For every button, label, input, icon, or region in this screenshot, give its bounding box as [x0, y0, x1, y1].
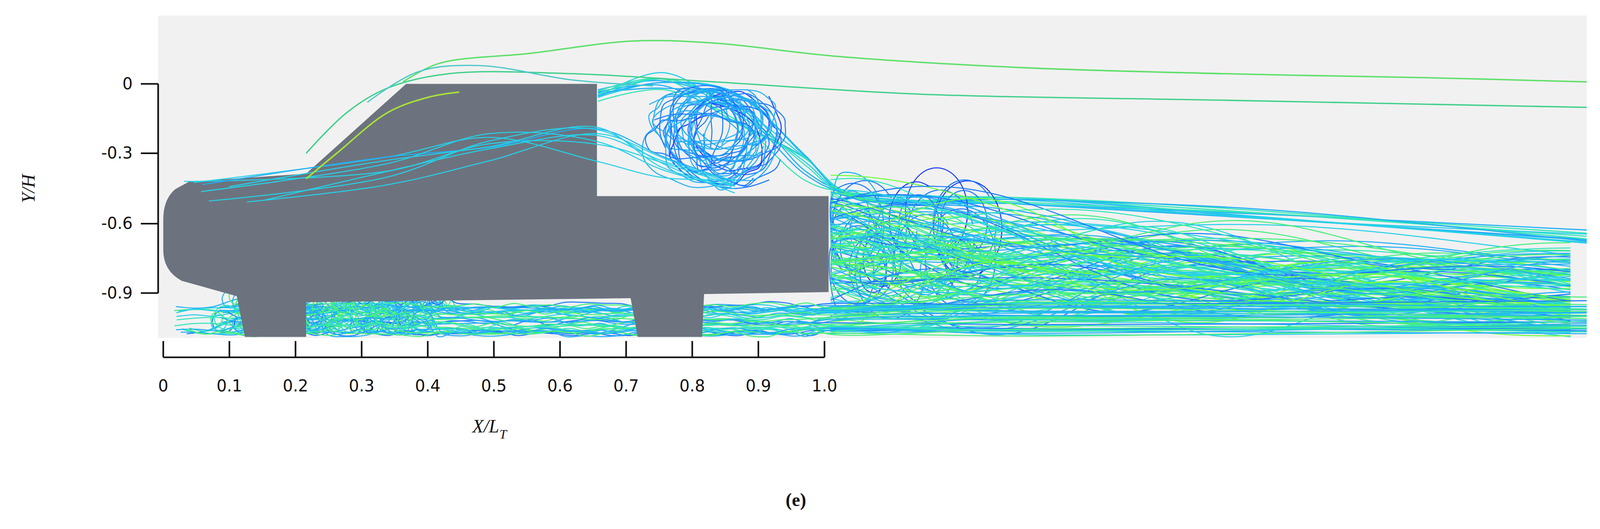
y-axis — [140, 84, 159, 294]
streamline — [367, 65, 653, 103]
streamline — [830, 224, 1571, 281]
streamline — [648, 91, 763, 150]
pickup-truck-body — [163, 84, 829, 338]
streamline — [201, 132, 735, 192]
streamline — [182, 306, 1587, 336]
streamline — [220, 301, 1587, 324]
tick-label: 0.4 — [414, 377, 441, 394]
streamline — [306, 92, 460, 180]
tick-label: 1.0 — [811, 377, 838, 394]
streamline — [830, 247, 1571, 307]
streamline — [830, 205, 1571, 307]
streamline — [220, 306, 1587, 335]
streamline — [228, 303, 1587, 332]
axis-tick — [228, 341, 231, 358]
axis-tick — [823, 341, 826, 358]
domain-background — [158, 15, 1587, 338]
x-axis — [163, 341, 825, 358]
tick-label: -0.9 — [101, 284, 133, 301]
tick-label: 0.6 — [547, 377, 573, 394]
streamline — [830, 194, 1571, 302]
axis-title: X/L — [472, 417, 499, 436]
axis-tick — [691, 341, 694, 358]
tick-label: 0.8 — [679, 377, 706, 394]
tick-label: 0 — [158, 377, 169, 394]
tick-label: -0.3 — [101, 144, 133, 161]
axis-title: T — [499, 427, 507, 441]
axis-tick — [162, 341, 165, 358]
streamline — [208, 127, 735, 202]
streamline — [830, 245, 1571, 293]
axis-tick — [493, 341, 495, 358]
streamline — [830, 198, 1571, 316]
tick-label: 0.1 — [216, 377, 243, 394]
streamline — [183, 140, 735, 186]
streamline — [264, 134, 735, 201]
streamline — [180, 313, 1587, 337]
streamline — [830, 271, 1571, 293]
axis-tick — [426, 341, 429, 358]
streamline — [403, 40, 1587, 83]
axis-tick — [757, 341, 760, 358]
tick-label: 0.2 — [282, 377, 309, 394]
streamlines-front — [183, 40, 1587, 202]
tick-label: -0.6 — [101, 215, 133, 232]
axis-tick — [294, 341, 297, 358]
streamline — [682, 97, 773, 150]
tick-label: 0.3 — [348, 377, 375, 394]
streamline — [830, 192, 1571, 284]
tick-label: 0.5 — [481, 377, 507, 394]
streamline — [830, 186, 1571, 276]
streamline — [306, 71, 1587, 154]
axis-title: Y/H — [19, 174, 38, 204]
streamline — [830, 189, 1571, 275]
tick-label: 0.7 — [613, 377, 639, 394]
streamline — [202, 128, 735, 185]
tick-label: 0.9 — [745, 377, 772, 394]
axis-tick — [625, 341, 627, 358]
streamline — [830, 209, 1571, 285]
axis-tick — [559, 341, 561, 358]
tick-label: 0 — [122, 75, 133, 92]
streamline — [830, 195, 1571, 322]
axis-tick — [360, 341, 363, 358]
figure-caption: (e) — [785, 490, 807, 510]
